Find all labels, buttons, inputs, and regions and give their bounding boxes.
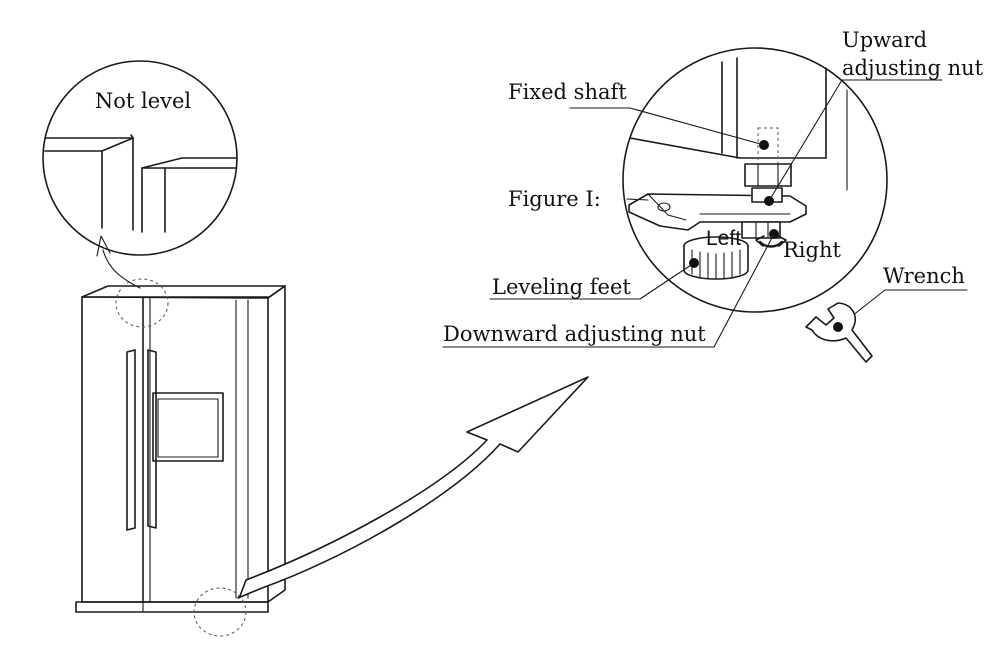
curved-arrow-icon (237, 376, 589, 599)
upward-adjusting-nut (744, 163, 792, 203)
dispenser-recess (157, 398, 219, 458)
right-handle (147, 349, 157, 529)
upward-nut-label-line1: Upward (842, 28, 927, 52)
right-direction-label: Right (783, 238, 841, 262)
downward-nut-label: Downward adjusting nut (443, 322, 706, 346)
wrench-icon (805, 302, 873, 363)
fridge-front (81, 296, 269, 603)
leveling-foot-icon (683, 236, 749, 280)
refrigerator-icon (75, 278, 286, 637)
leveling-detail (622, 47, 888, 313)
detail-circle (622, 47, 888, 313)
inset-pointer-arrowhead (96, 235, 111, 257)
not-level-label: Not level (95, 89, 192, 113)
wrench-dot (833, 322, 843, 332)
top-marker-circle (115, 278, 169, 328)
fridge-base (75, 601, 269, 613)
water-dispenser (152, 392, 224, 462)
bracket-plate (628, 193, 807, 231)
upward-nut-label-line2: adjusting nut (842, 56, 984, 80)
inset-circle (42, 60, 238, 256)
leveling-feet-label: Leveling feet (492, 275, 631, 299)
wrench-label: Wrench (883, 264, 965, 288)
figure-label: Figure Ⅰ: (508, 187, 601, 211)
left-direction-label: Left (706, 227, 741, 250)
foot-marker-circle (193, 587, 247, 637)
inset-pointer-line (102, 249, 141, 289)
fixed-shaft-label: Fixed shaft (508, 80, 627, 104)
rotation-arrow (758, 240, 784, 248)
fridge-side (267, 285, 286, 603)
not-level-inset: Not level (42, 60, 238, 289)
left-handle (126, 349, 136, 531)
uneven-doors-illustration (44, 134, 237, 233)
